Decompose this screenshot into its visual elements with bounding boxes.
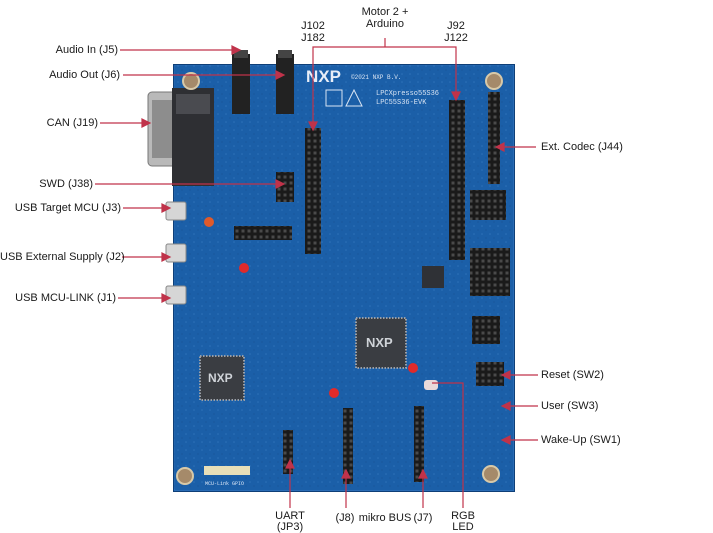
uart-jumper [283,430,293,474]
label-reset: Reset (SW2) [541,369,604,381]
label-j8: (J8) [335,512,355,524]
led-red-2 [239,263,249,273]
led-red-3 [329,388,339,398]
label-j182: J182 [301,32,325,44]
header-row-mid [234,226,292,240]
label-j102: J102 [301,20,325,32]
board-model-line2: LPC55S36-EVK [376,99,427,107]
label-uart: UART [275,510,305,522]
label-jp3: (JP3) [276,521,304,533]
label-j7: (J7) [413,512,433,524]
label-usb-external: USB External Supply (J2) [0,251,125,263]
mounting-holes [176,72,503,485]
rgb-led [424,380,438,390]
codec-chip [422,266,444,288]
label-j122: J122 [444,32,468,44]
label-j92: J92 [447,20,465,32]
label-wakeup: Wake-Up (SW1) [541,434,621,446]
label-audio-in: Audio In (J5) [55,44,118,56]
header-swd [276,172,294,202]
label-usb-mculink: USB MCU-LINK (J1) [15,292,116,304]
audio-jacks [232,50,294,114]
main-mcu-chip: NXP [355,317,407,369]
board-copyright: ©2021 NXP B.V. [351,74,401,81]
mikrobus-header-j8 [343,408,353,484]
svg-text:NXP: NXP [366,335,393,350]
header-j102-j182 [305,128,321,254]
label-motor: Motor 2 + [361,6,409,18]
label-can: CAN (J19) [46,117,98,129]
led-red-1 [204,217,214,227]
header-j92-j122 [449,100,465,260]
usb-connectors [165,201,187,305]
label-audio-out: Audio Out (J6) [49,69,120,81]
mcu-link-chip: NXP [199,355,245,401]
label-ext-codec: Ext. Codec (J44) [541,141,623,153]
label-rgb: RGB [451,510,475,522]
label-mikrobus: mikro BUS [358,512,412,524]
annotation-arrows [95,38,538,508]
jumper-block-right [470,190,510,386]
svg-text:NXP: NXP [208,371,233,385]
label-swd: SWD (J38) [39,178,93,190]
mcu-link-gpio: MCU-Link GPIO [204,466,250,487]
mikrobus-header-j7 [414,406,424,482]
nxp-silkscreen: NXP ©2021 NXP B.V. LPCXpresso55S36 LPC55… [306,67,439,107]
board-model-line1: LPCXpresso55S36 [376,90,439,98]
header-ext-codec [488,92,500,184]
led-red-4 [408,363,418,373]
can-connector [147,88,214,186]
label-arduino: Arduino [366,18,404,30]
svg-text:MCU-Link GPIO: MCU-Link GPIO [205,481,244,487]
label-usb-target: USB Target MCU (J3) [14,202,121,214]
label-led: LED [452,521,474,533]
board-brand-logo: NXP [306,67,341,86]
label-user: User (SW3) [541,400,599,412]
